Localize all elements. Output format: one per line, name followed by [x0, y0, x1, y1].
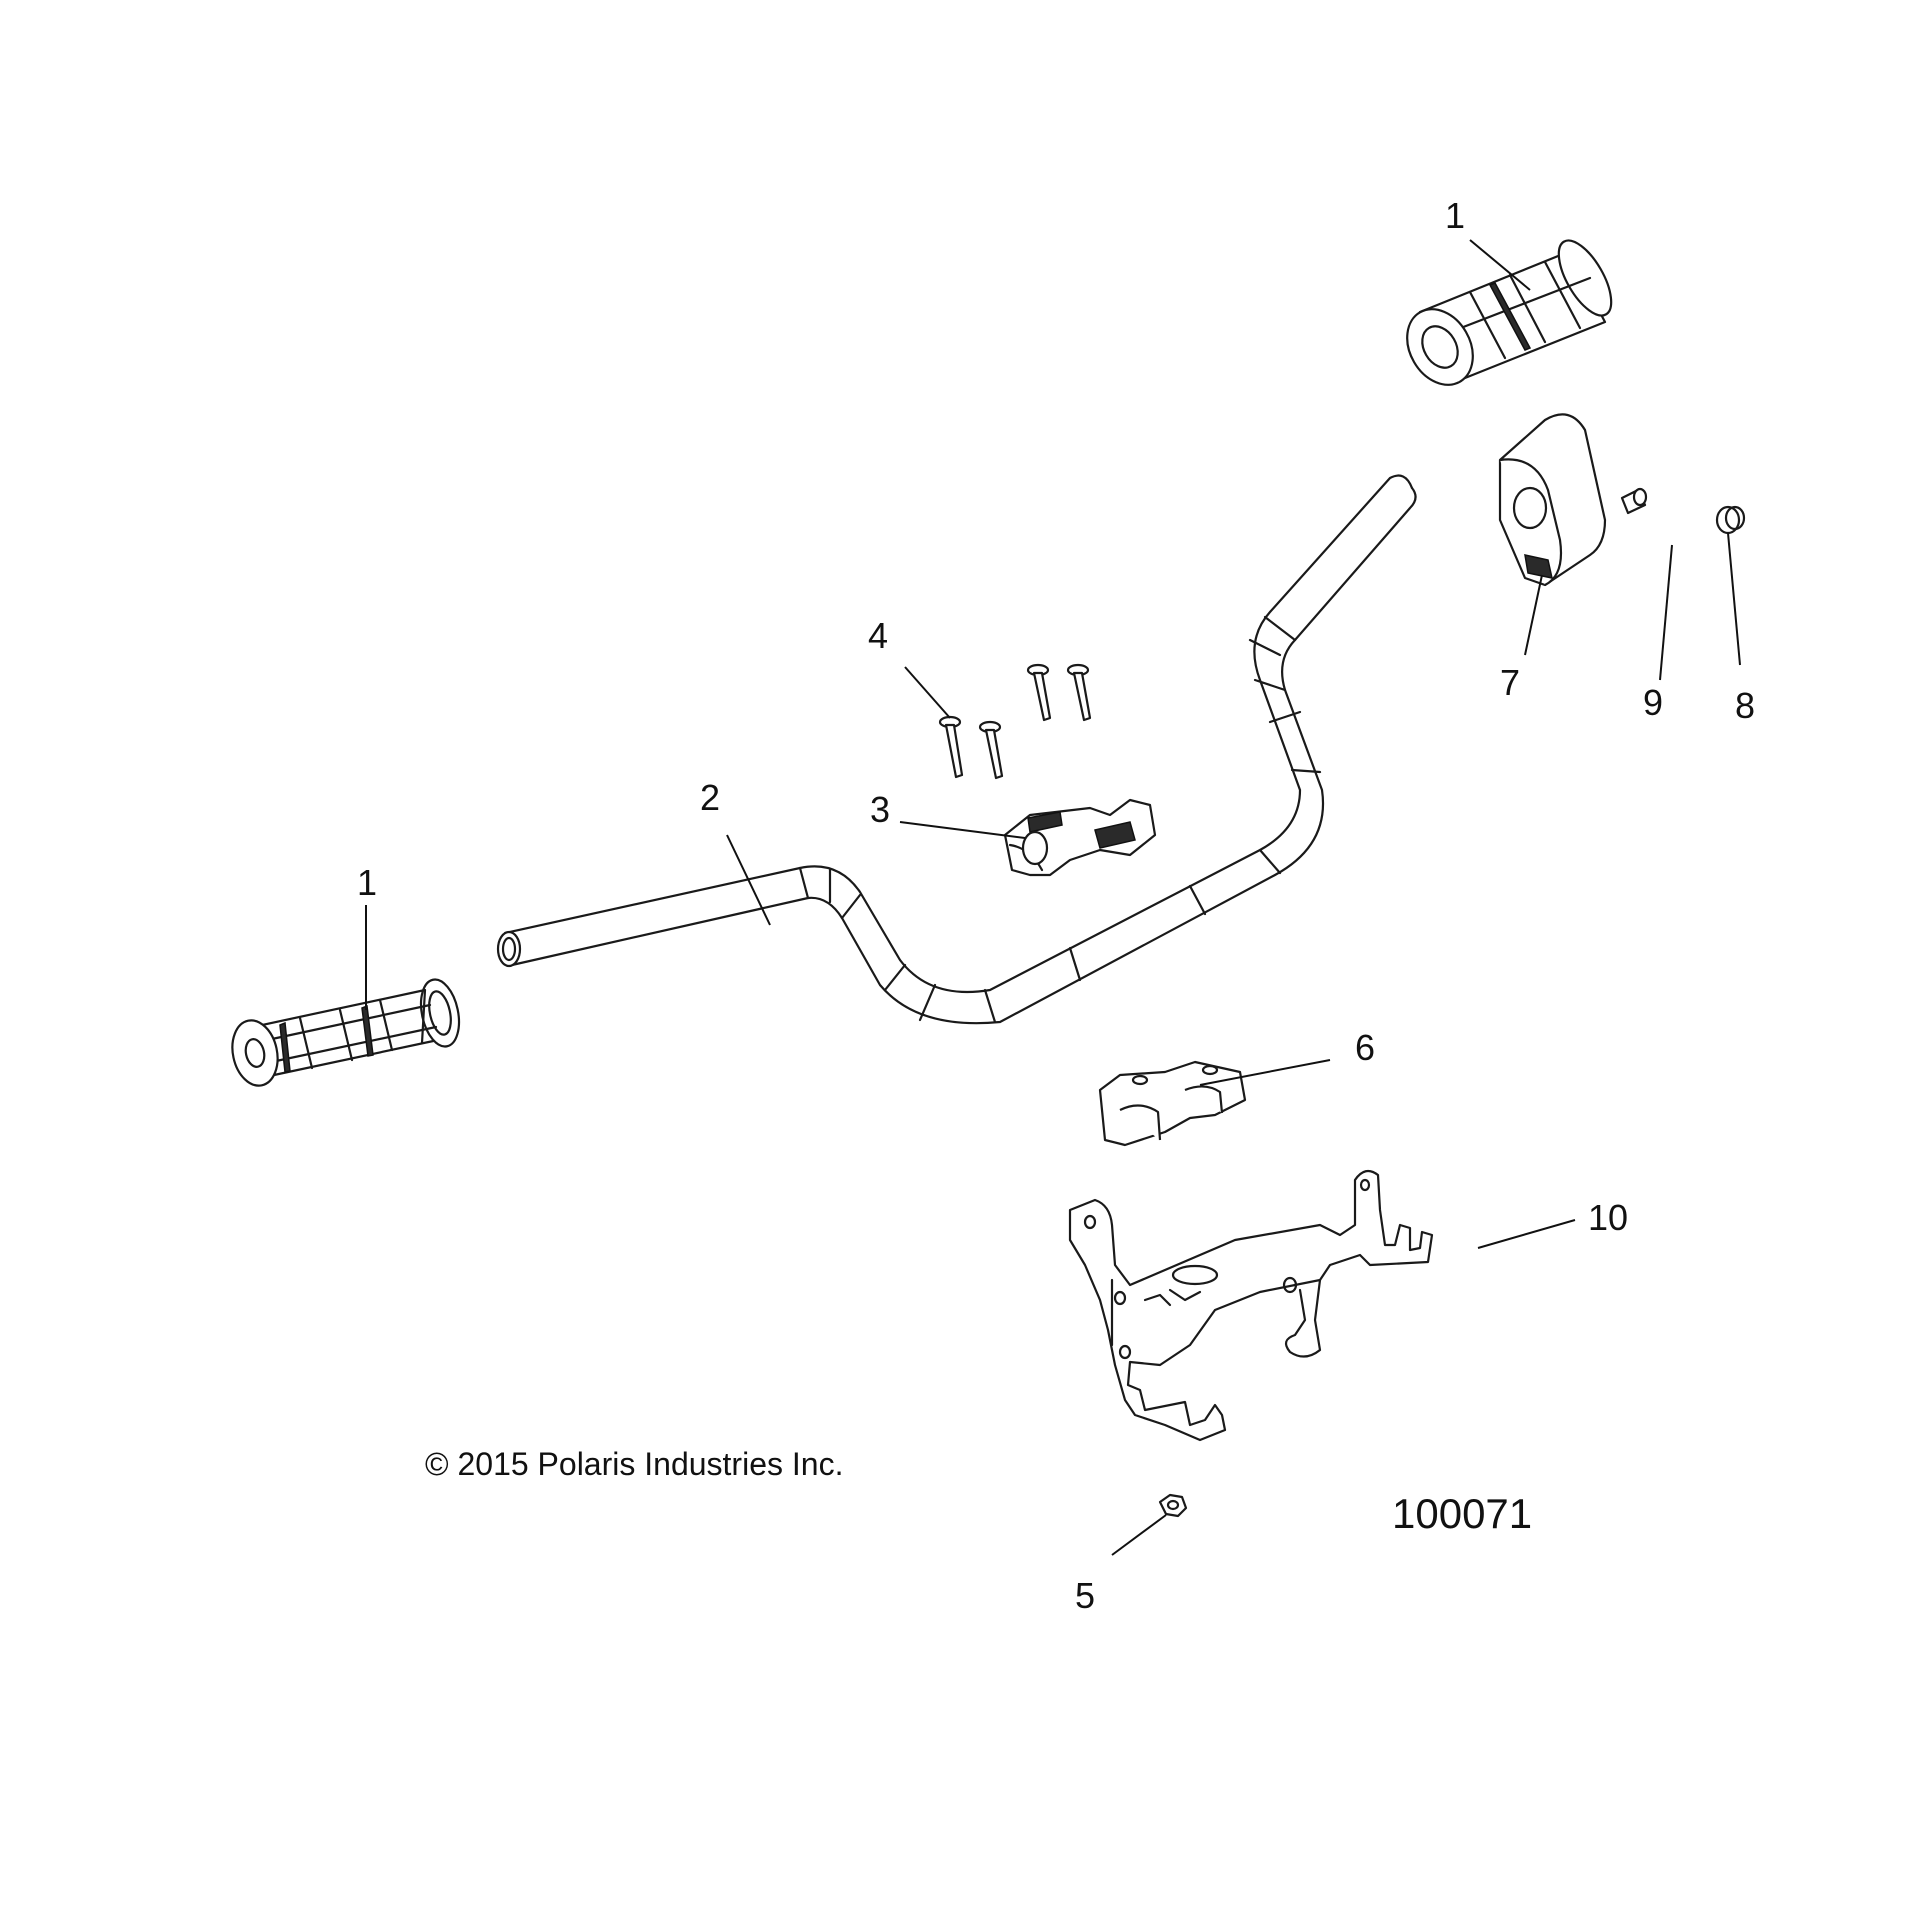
callout-grip-left: 1: [357, 862, 377, 903]
callout-nut: 5: [1075, 1575, 1095, 1616]
plug-small: [1620, 487, 1648, 515]
handlebar: [496, 474, 1417, 1025]
plug-large: [1715, 505, 1746, 535]
bolts: [938, 663, 1092, 780]
callout-mount-bracket: 10: [1588, 1197, 1628, 1238]
switch-housing: [1498, 413, 1607, 587]
nut: [1158, 1493, 1188, 1518]
lower-clamp: [1098, 1060, 1247, 1147]
callout-handlebar: 2: [700, 777, 720, 818]
left-grip: [231, 978, 461, 1087]
callout-bolts: 4: [868, 615, 888, 656]
callout-grip-right: 1: [1445, 195, 1465, 236]
callout-lower-clamp: 6: [1355, 1027, 1375, 1068]
callout-plug-large: 8: [1735, 685, 1755, 726]
figure-number: 100071: [1392, 1490, 1532, 1537]
callout-upper-clamp: 3: [870, 789, 890, 830]
right-grip: [1406, 239, 1613, 386]
callout-plug-small: 9: [1643, 682, 1663, 723]
leader-lines: [365, 239, 1741, 1556]
copyright-notice: © 2015 Polaris Industries Inc.: [425, 1446, 843, 1482]
callout-switch-housing: 7: [1500, 662, 1520, 703]
upper-clamp: [1003, 798, 1157, 877]
mount-bracket: [1068, 1169, 1434, 1442]
